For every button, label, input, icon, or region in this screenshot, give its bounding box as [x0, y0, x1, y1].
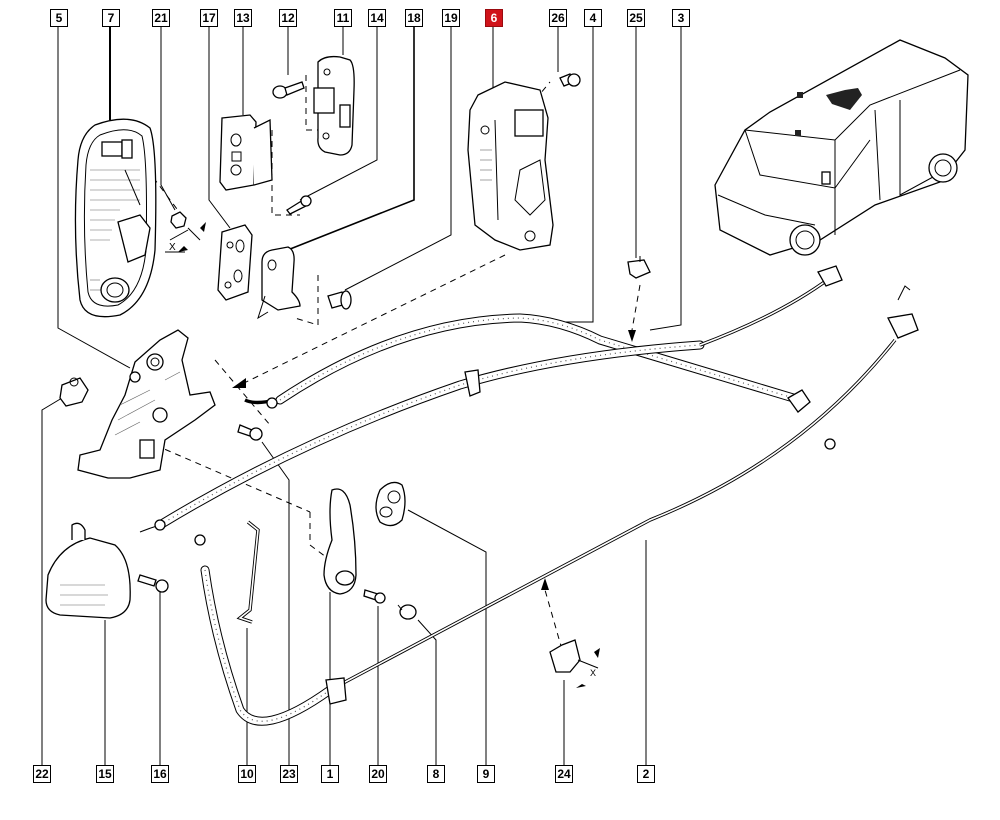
callout-21[interactable]: 21	[152, 9, 170, 27]
part-14-screw[interactable]	[286, 195, 312, 215]
part-22-clip-nut[interactable]	[59, 377, 89, 407]
callout-15[interactable]: 15	[96, 765, 114, 783]
callout-16[interactable]: 16	[151, 765, 169, 783]
callout-17[interactable]: 17	[200, 9, 218, 27]
callout-19[interactable]: 19	[442, 9, 460, 27]
callout-10[interactable]: 10	[238, 765, 256, 783]
dimension-x-label: X	[169, 242, 176, 253]
callout-9[interactable]: 9	[477, 765, 495, 783]
callout-5[interactable]: 5	[50, 9, 68, 27]
callout-23[interactable]: 23	[280, 765, 298, 783]
cable-2[interactable]	[194, 285, 919, 726]
callout-7[interactable]: 7	[102, 9, 120, 27]
part-23-screw[interactable]	[237, 424, 263, 441]
callout-2[interactable]: 2	[637, 765, 655, 783]
assembly-dash-lines	[139, 75, 641, 661]
callout-22[interactable]: 22	[33, 765, 51, 783]
dimension-x-label: X	[590, 668, 596, 678]
part-17-shim[interactable]	[217, 224, 253, 301]
part-16-screw[interactable]	[137, 574, 169, 593]
part-1-exterior-handle[interactable]	[323, 488, 357, 595]
part-9-handle-bezel[interactable]	[375, 481, 406, 527]
callout-11[interactable]: 11	[334, 9, 352, 27]
part-11-hinge-bracket[interactable]	[313, 55, 355, 156]
callout-20[interactable]: 20	[369, 765, 387, 783]
callout-12[interactable]: 12	[279, 9, 297, 27]
callout-25[interactable]: 25	[627, 9, 645, 27]
callout-8[interactable]: 8	[427, 765, 445, 783]
part-7-interior-handle[interactable]	[74, 118, 157, 318]
part-13-striker-plate[interactable]	[219, 114, 273, 191]
part-5-lock-bracket[interactable]	[77, 329, 216, 479]
callout-13[interactable]: 13	[234, 9, 252, 27]
part-25-clip[interactable]	[627, 256, 651, 279]
part-8-plug[interactable]	[397, 604, 417, 620]
callout-3[interactable]: 3	[672, 9, 690, 27]
part-18-striker[interactable]	[257, 246, 301, 320]
cable-3[interactable]	[139, 265, 843, 533]
leader-lines-bottom	[41, 397, 647, 765]
callout-6-highlighted[interactable]: 6	[485, 9, 503, 27]
van-illustration	[714, 39, 969, 256]
part-21-clip[interactable]: X	[165, 211, 206, 253]
callout-1[interactable]: 1	[321, 765, 339, 783]
part-6-door-lock[interactable]	[467, 81, 554, 251]
part-20-screw[interactable]	[363, 589, 386, 604]
part-26-screw[interactable]	[559, 73, 581, 87]
part-15-trim-cover[interactable]	[45, 522, 131, 619]
callout-26[interactable]: 26	[549, 9, 567, 27]
part-24-cable-clip[interactable]: X	[549, 639, 600, 688]
part-19-bolt[interactable]	[327, 290, 352, 310]
callout-4[interactable]: 4	[584, 9, 602, 27]
callout-18[interactable]: 18	[405, 9, 423, 27]
cable-4[interactable]	[244, 313, 811, 413]
part-12-screw[interactable]	[272, 81, 305, 99]
callout-14[interactable]: 14	[368, 9, 386, 27]
part-10-control-rod[interactable]	[236, 520, 260, 624]
callout-24[interactable]: 24	[555, 765, 573, 783]
